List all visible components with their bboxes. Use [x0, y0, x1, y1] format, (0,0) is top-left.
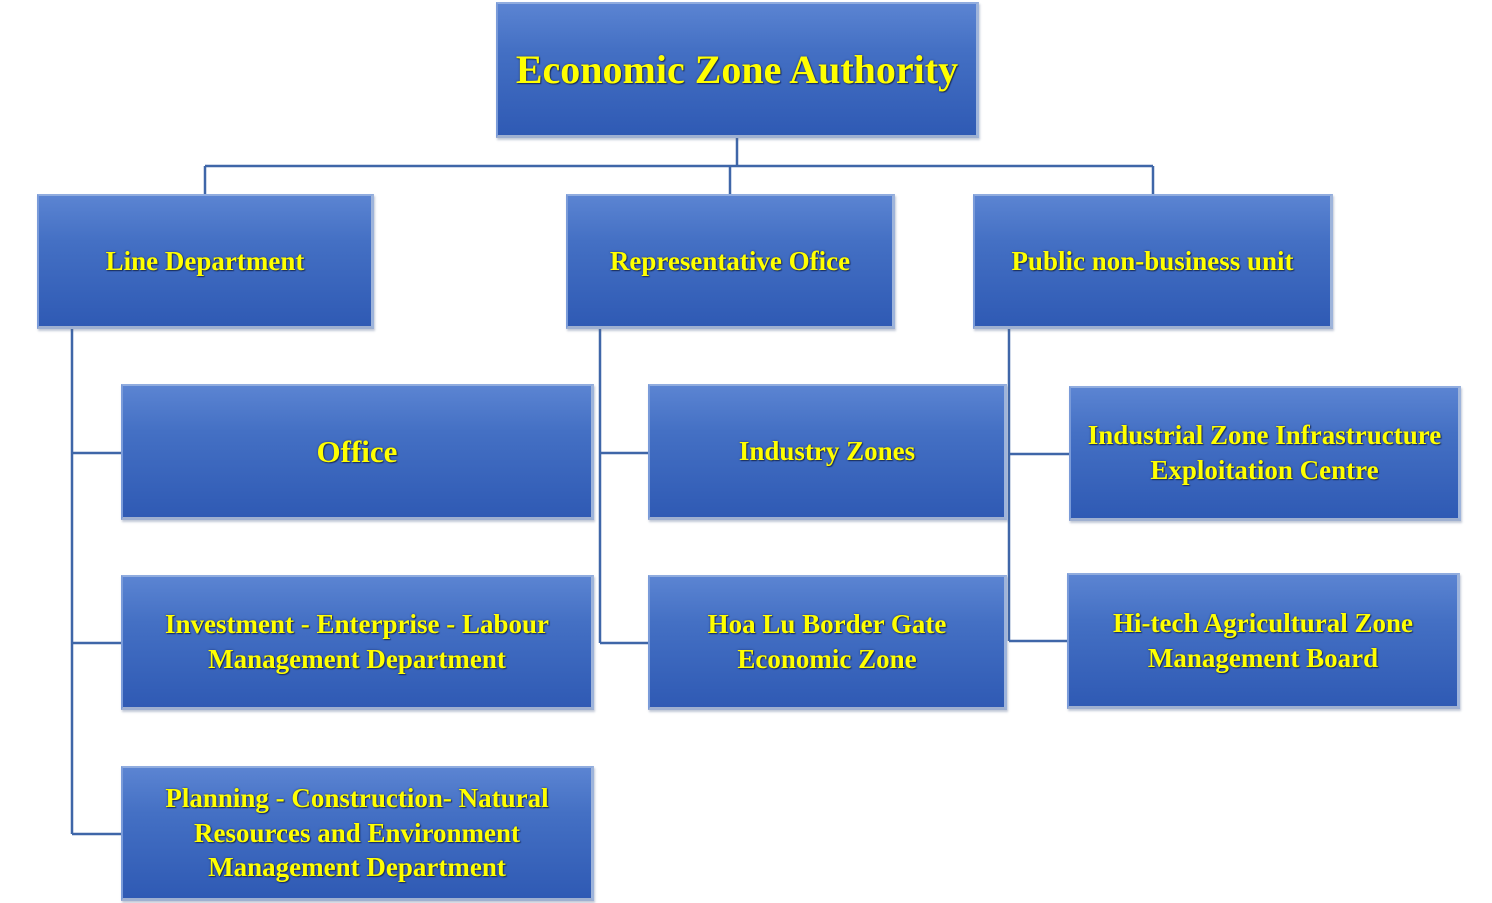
node-industry-zones: Industry Zones	[648, 384, 1007, 520]
node-public-non-business-unit: Public non-business unit	[973, 194, 1333, 329]
root-node-label: Economic Zone Authority	[515, 46, 959, 92]
node-hitech-agricultural-zone-board: Hi-tech Agricultural Zone Management Boa…	[1067, 573, 1460, 709]
node-line-department: Line Department	[37, 194, 374, 329]
node-label: Planning - Construction- Natural Resourc…	[165, 783, 549, 883]
node-planning-construction-dept: Planning - Construction- Natural Resourc…	[121, 766, 594, 901]
node-label: Industry Zones	[738, 436, 916, 467]
node-investment-enterprise-labour-dept: Investment - Enterprise - Labour Managem…	[121, 575, 594, 710]
node-label: Public non-business unit	[1011, 245, 1294, 276]
root-node-economic-zone-authority: Economic Zone Authority	[496, 2, 979, 138]
node-label: Hoa Lu Border Gate Economic Zone	[707, 609, 947, 674]
node-office: Office	[121, 384, 594, 520]
node-label: Office	[316, 433, 398, 469]
node-label: Investment - Enterprise - Labour Managem…	[165, 609, 549, 674]
node-label: Line Department	[105, 245, 305, 276]
node-hoa-lu-border-gate-economic-zone: Hoa Lu Border Gate Economic Zone	[648, 575, 1007, 710]
node-label: Industrial Zone Infrastructure Exploitat…	[1087, 420, 1442, 485]
node-label: Representative Ofice	[609, 245, 851, 276]
node-representative-office: Representative Ofice	[566, 194, 895, 329]
node-industrial-zone-infrastructure-centre: Industrial Zone Infrastructure Exploitat…	[1069, 386, 1461, 521]
node-label: Hi-tech Agricultural Zone Management Boa…	[1113, 607, 1413, 673]
